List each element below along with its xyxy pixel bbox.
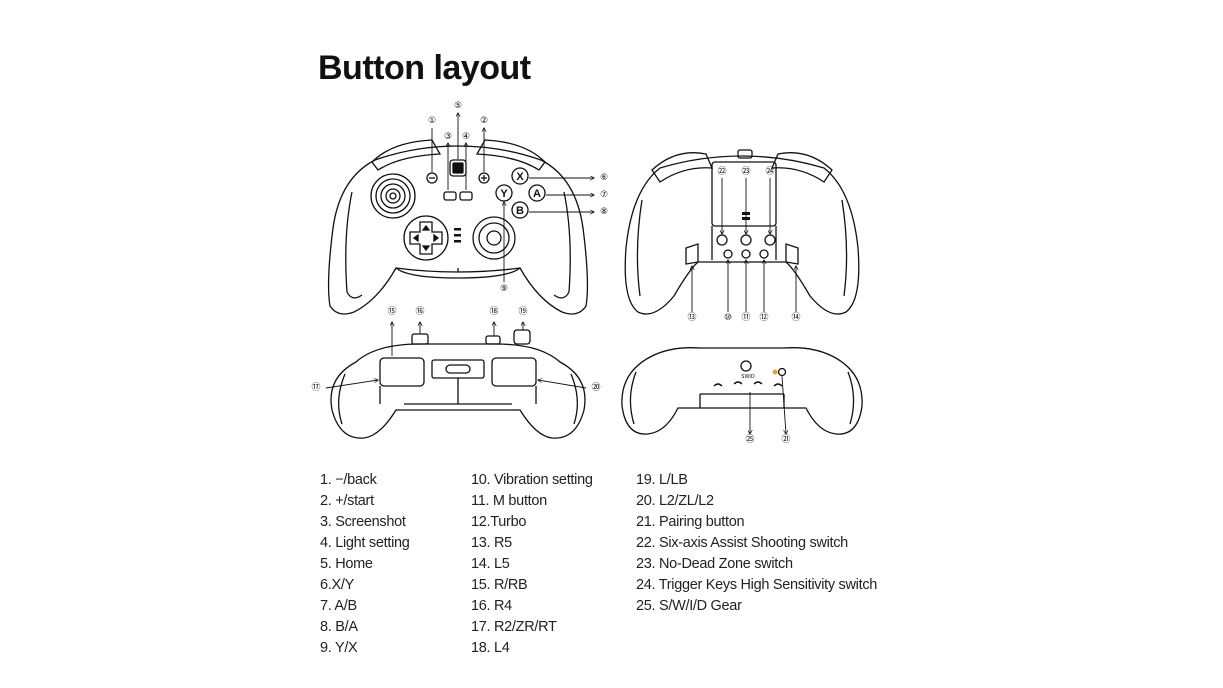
callout-8: ⑧ bbox=[600, 207, 608, 217]
bottom-callout-lines bbox=[750, 375, 786, 434]
callout-13: ⑬ bbox=[687, 312, 696, 323]
legend-item: 9. Y/X bbox=[320, 640, 358, 656]
x-button-label: X bbox=[516, 171, 524, 183]
callout-25: ㉕ bbox=[745, 434, 754, 445]
callout-11: ⑪ bbox=[741, 312, 750, 323]
callout-18: ⑱ bbox=[489, 306, 498, 317]
top-callout-lines bbox=[325, 322, 587, 389]
back-view bbox=[624, 149, 860, 315]
legend-item: 13. R5 bbox=[471, 535, 512, 551]
callout-20: ⑳ bbox=[591, 382, 600, 393]
legend-column-1: 1. −/back 2. +/start 3. Screenshot 4. Li… bbox=[320, 470, 410, 659]
callout-numbers: ① ② ③ ④ ⑤ ⑥ ⑦ ⑧ ⑨ ⑩ ⑪ ⑫ ⑬ ⑭ ⑮ ⑯ ⑰ ⑱ ⑲ ⑳ … bbox=[311, 101, 800, 445]
svg-text:SWID: SWID bbox=[741, 374, 755, 380]
callout-22: ㉒ bbox=[717, 166, 726, 177]
legend-item: 19. L/LB bbox=[636, 472, 688, 488]
legend-item: 11. M button bbox=[471, 493, 547, 509]
legend-item: 10. Vibration setting bbox=[471, 472, 593, 488]
front-callout-lines bbox=[431, 113, 594, 282]
callout-24: ㉔ bbox=[765, 166, 774, 177]
legend-item: 1. −/back bbox=[320, 472, 377, 488]
legend-item: 7. A/B bbox=[320, 598, 357, 614]
legend-item: 22. Six-axis Assist Shooting switch bbox=[636, 535, 848, 551]
top-view bbox=[330, 329, 586, 439]
legend-column-2: 10. Vibration setting 11. M button 12.Tu… bbox=[471, 470, 593, 659]
callout-16: ⑯ bbox=[415, 306, 424, 317]
callout-5: ⑤ bbox=[454, 101, 462, 111]
b-button-label: B bbox=[516, 205, 524, 217]
callout-17: ⑰ bbox=[311, 382, 320, 393]
face-button-labels: X Y A B bbox=[500, 171, 541, 217]
legend-item: 3. Screenshot bbox=[320, 514, 406, 530]
legend-item: 21. Pairing button bbox=[636, 514, 745, 530]
callout-19: ⑲ bbox=[518, 306, 527, 317]
legend-item: 8. B/A bbox=[320, 619, 358, 635]
legend-item: 4. Light setting bbox=[320, 535, 410, 551]
callout-7: ⑦ bbox=[600, 190, 608, 200]
callout-4: ④ bbox=[462, 132, 470, 142]
callout-21: ㉑ bbox=[781, 434, 790, 445]
callout-6: ⑥ bbox=[600, 173, 608, 183]
legend-item: 24. Trigger Keys High Sensitivity switch bbox=[636, 577, 878, 593]
legend-item: 15. R/RB bbox=[471, 577, 528, 593]
front-view bbox=[327, 139, 589, 315]
callout-10: ⑩ bbox=[724, 313, 732, 323]
callout-15: ⑮ bbox=[387, 306, 396, 317]
legend-item: 5. Home bbox=[320, 556, 373, 572]
y-button-label: Y bbox=[500, 188, 508, 200]
legend-item: 17. R2/ZR/RT bbox=[471, 619, 557, 635]
callout-9: ⑨ bbox=[500, 284, 508, 294]
legend-item: 18. L4 bbox=[471, 640, 510, 656]
legend-column-3: 19. L/LB 20. L2/ZL/L2 21. Pairing button… bbox=[636, 470, 877, 617]
legend-item: 16. R4 bbox=[471, 598, 512, 614]
legend-item: 23. No-Dead Zone switch bbox=[636, 556, 793, 572]
callout-14: ⑭ bbox=[791, 312, 800, 323]
legend-item: 20. L2/ZL/L2 bbox=[636, 493, 714, 509]
callout-2: ② bbox=[480, 116, 488, 126]
page-title: Button layout bbox=[318, 49, 531, 87]
callout-23: ㉓ bbox=[741, 166, 750, 177]
legend-item: 2. +/start bbox=[320, 493, 374, 509]
callout-1: ① bbox=[428, 116, 436, 126]
legend-item: 25. S/W/I/D Gear bbox=[636, 598, 742, 614]
a-button-label: A bbox=[533, 188, 541, 200]
legend-item: 14. L5 bbox=[471, 556, 510, 572]
legend-item: 12.Turbo bbox=[471, 514, 527, 530]
bottom-view: SWID bbox=[621, 347, 863, 435]
callout-3: ③ bbox=[444, 132, 452, 142]
back-callout-lines bbox=[692, 178, 796, 312]
callout-12: ⑫ bbox=[759, 312, 768, 323]
legend-item: 6.X/Y bbox=[320, 577, 354, 593]
